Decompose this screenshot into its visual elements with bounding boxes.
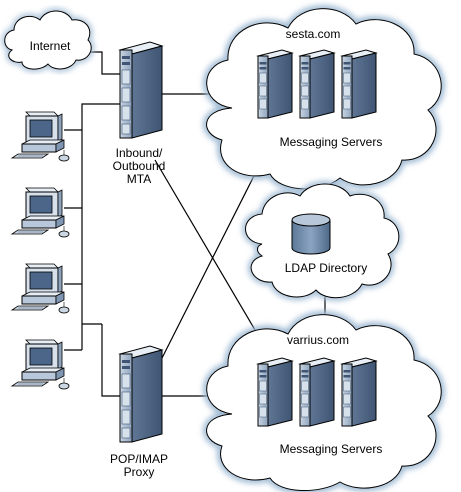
mta-label-line3: MTA xyxy=(126,172,152,186)
mta-label-line1: Inbound/ xyxy=(115,146,163,160)
bus-to-proxy-link xyxy=(101,324,120,397)
varrius-server-3-icon xyxy=(341,357,377,427)
workstation-bus-line xyxy=(81,103,120,350)
workstation-2-icon xyxy=(11,187,70,238)
varrius-domain-label: varrius.com xyxy=(286,333,349,347)
proxy-to-sesta-line xyxy=(159,159,263,363)
mta-server-icon xyxy=(119,41,163,139)
proxy-label-line1: POP/IMAP xyxy=(109,452,168,466)
sesta-server-1-icon xyxy=(257,49,293,119)
ldap-label: LDAP Directory xyxy=(284,261,368,275)
sesta-domain-label: sesta.com xyxy=(285,27,341,41)
varrius-server-1-icon xyxy=(257,357,293,427)
internet-cloud-icon xyxy=(2,8,94,72)
proxy-server-icon xyxy=(119,345,163,443)
workstation-3-icon xyxy=(11,263,70,314)
internet-label: Internet xyxy=(29,39,71,53)
sesta-servers-label: Messaging Servers xyxy=(279,135,383,149)
sesta-server-3-icon xyxy=(341,49,377,119)
mta-label-line2: Outbound xyxy=(112,159,166,173)
workstation-1-icon xyxy=(11,111,70,162)
ldap-database-icon xyxy=(291,213,331,255)
sesta-server-2-icon xyxy=(299,49,335,119)
mta-to-varrius-line xyxy=(154,159,259,336)
varrius-server-2-icon xyxy=(299,357,335,427)
varrius-servers-label: Messaging Servers xyxy=(279,442,383,456)
workstation-4-icon xyxy=(11,339,70,390)
proxy-label-line2: Proxy xyxy=(123,465,155,479)
